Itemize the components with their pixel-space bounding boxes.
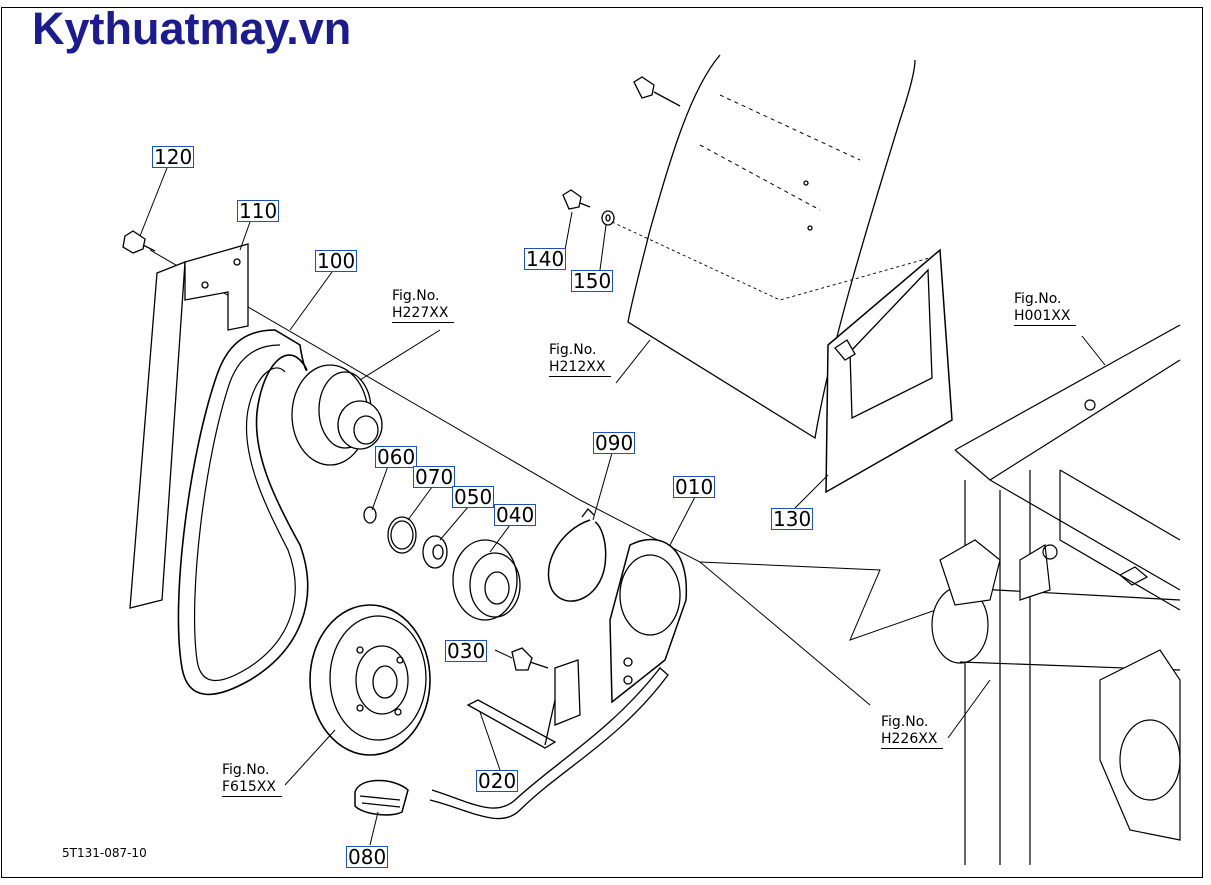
center-axis-line xyxy=(149,249,951,706)
site-title: Kythuatmay.vn xyxy=(32,3,352,54)
figref-h001: Fig.No. H001XX xyxy=(1014,291,1077,326)
callout-040: 040 xyxy=(494,503,537,527)
leader-lines xyxy=(139,167,1106,846)
figref-h001-prefix: Fig.No. xyxy=(1014,291,1062,307)
figref-f615-code: F615XX xyxy=(222,779,282,797)
figref-f615-prefix: Fig.No. xyxy=(222,762,270,778)
figref-h226-code: H226XX xyxy=(881,731,944,749)
callout-110: 110 xyxy=(237,199,280,223)
figref-h226-prefix: Fig.No. xyxy=(881,714,929,730)
callout-080: 080 xyxy=(346,845,389,869)
bolt-030-part xyxy=(511,647,549,671)
idler-pulley-040-part xyxy=(452,539,521,621)
bolt-140-part xyxy=(562,189,591,210)
callout-030: 030 xyxy=(445,639,488,663)
rod-020-part xyxy=(466,659,581,749)
callout-130: 130 xyxy=(771,507,814,531)
figref-h226: Fig.No. H226XX xyxy=(881,714,944,749)
tension-arm-010-part xyxy=(609,538,688,704)
snap-ring-070-part xyxy=(387,516,417,554)
v-belt-part xyxy=(177,329,309,696)
machine-frame-structure xyxy=(931,324,1181,865)
figref-f615: Fig.No. F615XX xyxy=(222,762,282,797)
figref-h001-code: H001XX xyxy=(1014,308,1077,326)
guard-plate-130-part xyxy=(825,248,953,494)
callout-140: 140 xyxy=(524,247,567,271)
snap-ring-060-part xyxy=(363,506,377,524)
callout-150: 150 xyxy=(571,269,614,293)
callout-010: 010 xyxy=(673,475,716,499)
tension-link-rod-part xyxy=(429,667,669,820)
callout-060: 060 xyxy=(375,445,418,469)
drawing-frame xyxy=(1,7,1203,878)
cover-panel xyxy=(627,54,916,440)
callout-100: 100 xyxy=(315,249,358,273)
drawing-id: 5T131-087-10 xyxy=(62,846,147,860)
bearing-050-part xyxy=(422,535,448,569)
figref-h212: Fig.No. H212XX xyxy=(549,342,612,377)
top-bolt-part xyxy=(633,76,681,107)
callout-070: 070 xyxy=(413,465,456,489)
figref-h227: Fig.No. H227XX xyxy=(392,288,455,323)
grip-080-part xyxy=(354,779,409,816)
figref-h212-code: H212XX xyxy=(549,359,612,377)
washer-150-part xyxy=(601,210,615,226)
bolt-120-part xyxy=(122,230,156,254)
callout-120: 120 xyxy=(152,145,195,169)
callout-020: 020 xyxy=(476,769,519,793)
bracket-arm-part xyxy=(129,243,249,609)
callout-090: 090 xyxy=(593,431,636,455)
callout-050: 050 xyxy=(452,485,495,509)
figref-h227-prefix: Fig.No. xyxy=(392,288,440,304)
figref-h227-code: H227XX xyxy=(392,305,455,323)
lower-pulley-part xyxy=(309,604,431,756)
snap-ring-090-part xyxy=(547,508,607,602)
upper-pulley-part xyxy=(291,364,383,466)
figref-h212-prefix: Fig.No. xyxy=(549,342,597,358)
